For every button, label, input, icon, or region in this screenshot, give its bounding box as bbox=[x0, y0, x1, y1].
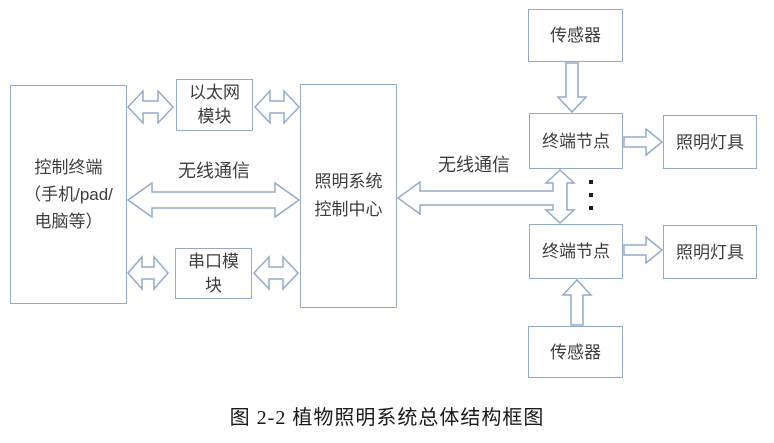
box-terminal-node-bottom: 终端节点 bbox=[529, 224, 623, 279]
arrow-node-light-top bbox=[623, 127, 664, 157]
box-terminal-node-top: 终端节点 bbox=[529, 113, 623, 169]
vertical-ellipsis-icon bbox=[589, 180, 593, 210]
box-sensor-bottom-label: 传感器 bbox=[550, 342, 601, 362]
ellipsis-dot bbox=[589, 180, 593, 184]
label-wireless-right: 无线通信 bbox=[438, 155, 510, 175]
box-light-fixture-bottom-label: 照明灯具 bbox=[676, 242, 744, 262]
arrow-terminal-serial bbox=[127, 255, 169, 291]
box-ethernet-module-line1: 以太网 bbox=[189, 83, 240, 102]
box-ethernet-module-line2: 模块 bbox=[197, 107, 232, 126]
arrow-serial-center bbox=[252, 255, 300, 291]
arrow-node-light-bottom bbox=[623, 235, 664, 265]
box-control-center: 照明系统 控制中心 bbox=[300, 84, 397, 308]
arrow-sensor-node-top bbox=[556, 62, 588, 114]
box-terminal-node-bottom-label: 终端节点 bbox=[542, 242, 610, 261]
box-serial-module-line1: 串口模 bbox=[188, 251, 239, 271]
box-control-terminal-line2: （手机/pad/ bbox=[24, 185, 113, 204]
ellipsis-dot bbox=[589, 193, 593, 197]
box-control-center-line1: 照明系统 bbox=[314, 172, 383, 191]
arrow-wireless-right-nodes bbox=[396, 168, 576, 225]
box-light-fixture-top-label: 照明灯具 bbox=[676, 132, 744, 152]
box-control-center-line2: 控制中心 bbox=[314, 200, 383, 219]
box-light-fixture-top: 照明灯具 bbox=[663, 115, 757, 169]
box-terminal-node-top-label: 终端节点 bbox=[542, 131, 610, 151]
box-control-terminal: 控制终端 （手机/pad/ 电脑等） bbox=[10, 85, 127, 304]
box-serial-module-line2: 块 bbox=[205, 275, 222, 295]
box-serial-module: 串口模 块 bbox=[175, 248, 252, 299]
ellipsis-dot bbox=[589, 206, 593, 210]
arrow-ethernet-center bbox=[253, 89, 301, 125]
arrow-terminal-ethernet bbox=[126, 89, 175, 125]
arrow-wireless-left bbox=[126, 181, 301, 219]
box-sensor-top: 传感器 bbox=[528, 9, 623, 62]
box-control-terminal-line3: 电脑等） bbox=[34, 212, 103, 231]
figure-caption: 图 2-2 植物照明系统总体结构框图 bbox=[229, 407, 545, 429]
label-wireless-left: 无线通信 bbox=[178, 161, 250, 181]
box-ethernet-module: 以太网 模块 bbox=[176, 79, 253, 131]
box-control-terminal-line1: 控制终端 bbox=[34, 158, 103, 177]
box-light-fixture-bottom: 照明灯具 bbox=[663, 225, 757, 279]
box-sensor-bottom: 传感器 bbox=[528, 326, 623, 378]
box-sensor-top-label: 传感器 bbox=[550, 26, 601, 45]
arrow-sensor-node-bottom bbox=[561, 278, 593, 326]
